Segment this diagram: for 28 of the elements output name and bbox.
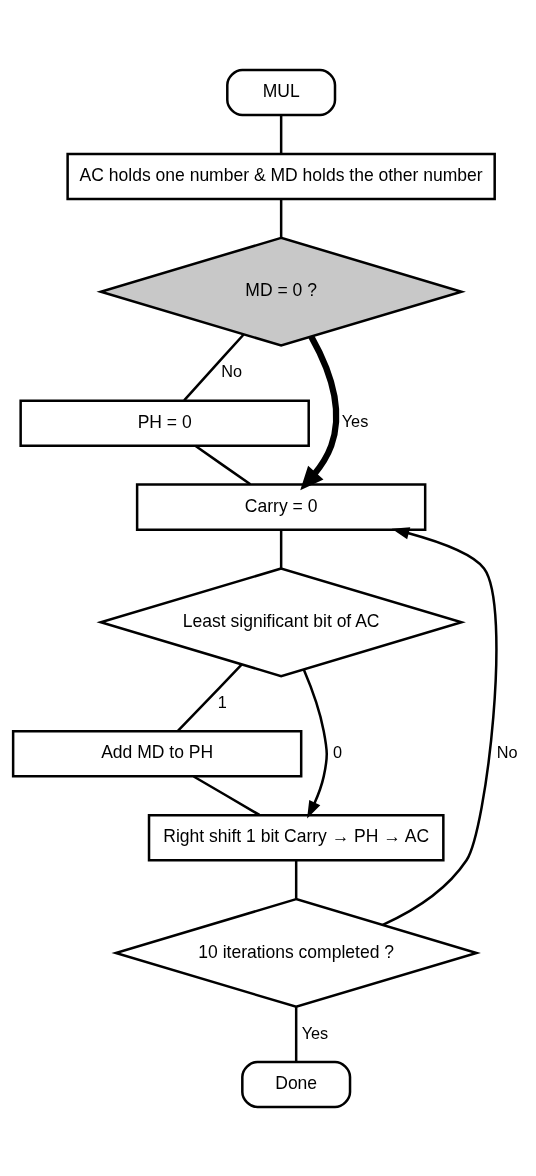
connector [279,198,283,237]
node-box: Right shift 1 bit Carry → PH → AC [147,813,445,861]
edge-label: 1 [217,692,227,711]
node-box: MUL [226,68,337,116]
connector [194,444,252,485]
connector [183,333,245,401]
node-diamond: 10 iterations completed ? [111,897,481,1008]
node-diamond: Least significant bit of AC [96,566,466,677]
node-box: Carry = 0 [135,482,427,531]
edge-label: Yes [341,411,369,430]
connector [279,114,283,154]
node-box: Done [241,1060,352,1108]
edge-label: Yes [301,1023,329,1042]
edge-label: 0 [332,742,343,761]
arrow [382,526,498,926]
node-box: PH = 0 [19,398,310,447]
connector [279,529,283,568]
arrow [302,668,328,818]
connector [294,860,298,899]
edge-label: No [221,361,243,380]
connector [294,1006,298,1062]
connector [193,774,261,816]
node-box: Add MD to PH [11,729,303,778]
node-box: AC holds one number & MD holds the other number [66,152,496,200]
arrow [300,334,340,490]
edge-label: No [496,742,518,761]
node-diamond: MD = 0 ? [96,236,466,347]
connector [176,663,243,732]
